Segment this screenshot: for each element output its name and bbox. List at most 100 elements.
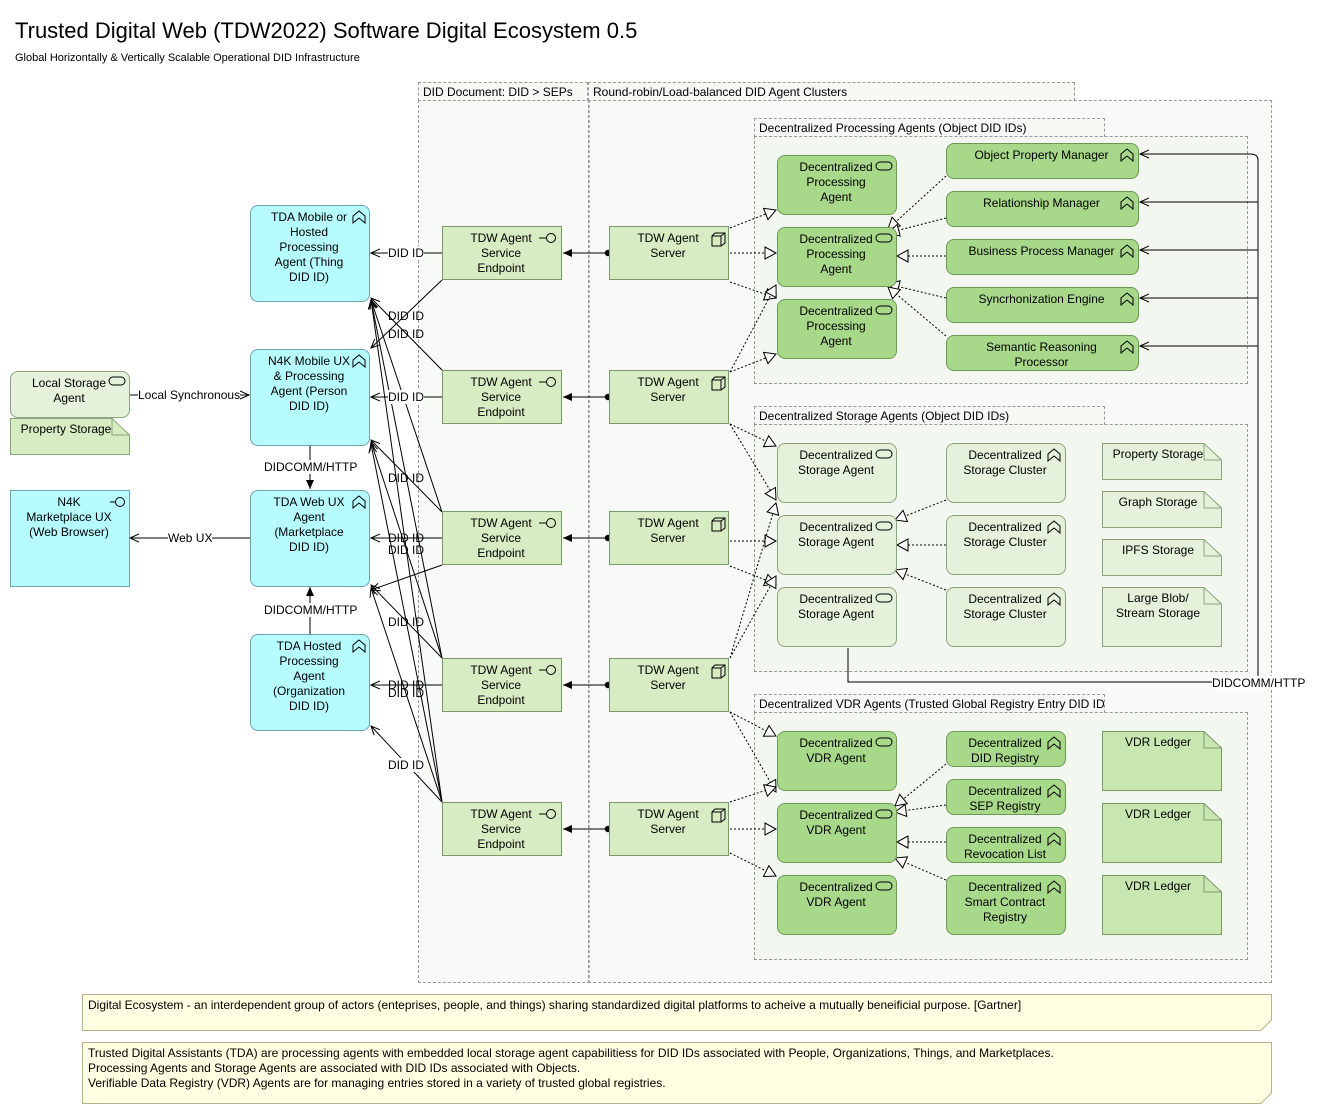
registry-label: Decentralized Revocation List <box>963 832 1047 861</box>
interface-icon <box>539 518 556 528</box>
agent-server-1[interactable]: TDW Agent Server <box>609 226 729 280</box>
note-shape-icon <box>1102 539 1222 576</box>
store-label: Graph Storage <box>1118 495 1198 509</box>
function-icon <box>1120 196 1134 210</box>
ipfs-storage[interactable]: IPFS Storage <box>1102 539 1222 576</box>
did-id-label: DID ID <box>388 531 424 545</box>
function-icon <box>352 354 366 368</box>
service-endpoint-label: TDW Agent Service Endpoint <box>470 516 532 560</box>
n4k-person-agent[interactable]: N4K Mobile UX & Processing Agent (Person… <box>250 349 370 446</box>
vdr-ledger-2[interactable]: VDR Ledger <box>1102 803 1222 863</box>
object-property-manager[interactable]: Object Property Manager <box>946 143 1139 179</box>
storage-cluster-label: Decentralized Storage Cluster <box>963 520 1047 549</box>
service-icon <box>875 593 893 603</box>
vdr-agent-3[interactable]: Decentralized VDR Agent <box>777 875 897 935</box>
did-registry[interactable]: Decentralized DID Registry <box>946 731 1066 767</box>
vdr-agent-2[interactable]: Decentralized VDR Agent <box>777 803 897 863</box>
processing-agent-1[interactable]: Decentralized Processing Agent <box>777 155 897 215</box>
agent-server-4[interactable]: TDW Agent Server <box>609 658 729 712</box>
service-endpoint-2[interactable]: TDW Agent Service Endpoint <box>442 370 562 424</box>
agent-server-2[interactable]: TDW Agent Server <box>609 370 729 424</box>
storage-cluster-2[interactable]: Decentralized Storage Cluster <box>946 515 1066 575</box>
ecosystem-note: Digital Ecosystem - an interdependent gr… <box>82 994 1272 1031</box>
note-shape-icon <box>1102 443 1222 480</box>
local-storage-agent-label: Local Storage Agent <box>31 376 107 405</box>
store-label: IPFS Storage <box>1121 543 1195 557</box>
agent-server-label: TDW Agent Server <box>637 807 699 836</box>
diagram-title: Trusted Digital Web (TDW2022) Software D… <box>15 18 638 43</box>
service-endpoint-label: TDW Agent Service Endpoint <box>470 231 532 275</box>
n4k-marketplace-label: N4K Marketplace UX (Web Browser) <box>26 495 112 539</box>
diagram-subtitle: Global Horizontally & Vertically Scalabl… <box>15 52 360 64</box>
store-label: Property Storage <box>1112 447 1204 461</box>
relationship-manager[interactable]: Relationship Manager <box>946 191 1139 227</box>
agent-server-label: TDW Agent Server <box>637 516 699 545</box>
interface-icon <box>539 809 556 819</box>
smart-contract-registry[interactable]: Decentralized Smart Contract Registry <box>946 875 1066 935</box>
function-icon <box>352 639 366 653</box>
storage-agent-2[interactable]: Decentralized Storage Agent <box>777 515 897 575</box>
revocation-list[interactable]: Decentralized Revocation List <box>946 827 1066 863</box>
service-endpoint-4[interactable]: TDW Agent Service Endpoint <box>442 658 562 712</box>
tda-org-label: TDA Hosted Processing Agent (Organizatio… <box>272 639 346 713</box>
service-icon <box>875 809 893 819</box>
service-icon <box>875 449 893 459</box>
large-blob-storage[interactable]: Large Blob/ Stream Storage <box>1102 587 1222 647</box>
vdr-ledger-3[interactable]: VDR Ledger <box>1102 875 1222 935</box>
storage-agent-1[interactable]: Decentralized Storage Agent <box>777 443 897 503</box>
property-storage[interactable]: Property Storage <box>1102 443 1222 480</box>
agent-server-5[interactable]: TDW Agent Server <box>609 802 729 856</box>
service-endpoint-3[interactable]: TDW Agent Service Endpoint <box>442 511 562 565</box>
service-endpoint-5[interactable]: TDW Agent Service Endpoint <box>442 802 562 856</box>
ledger-label: VDR Ledger <box>1124 807 1192 821</box>
local-sync-label: Local Synchronous <box>138 388 241 402</box>
storage-group-label: Decentralized Storage Agents (Object DID… <box>754 406 1105 425</box>
tda-marketplace-label: TDA Web UX Agent (Marketplace DID ID) <box>273 495 345 554</box>
processing-agent-2[interactable]: Decentralized Processing Agent <box>777 227 897 287</box>
service-icon <box>875 521 893 531</box>
tda-marketplace-agent[interactable]: TDA Web UX Agent (Marketplace DID ID) <box>250 490 370 587</box>
node-icon <box>711 517 726 532</box>
vdr-ledger-1[interactable]: VDR Ledger <box>1102 731 1222 791</box>
tda-note-line: Verifiable Data Registry (VDR) Agents ar… <box>88 1076 666 1090</box>
function-icon <box>1120 244 1134 258</box>
agent-server-label: TDW Agent Server <box>637 231 699 260</box>
service-endpoint-label: TDW Agent Service Endpoint <box>470 807 532 851</box>
tda-note: Trusted Digital Assistants (TDA) are pro… <box>82 1042 1272 1104</box>
web-ux-label: Web UX <box>168 531 213 545</box>
storage-cluster-label: Decentralized Storage Cluster <box>963 592 1047 621</box>
processing-agent-3[interactable]: Decentralized Processing Agent <box>777 299 897 359</box>
service-icon <box>875 233 893 243</box>
didcomm-label-1: DIDCOMM/HTTP <box>264 460 358 474</box>
service-endpoint-1[interactable]: TDW Agent Service Endpoint <box>442 226 562 280</box>
tda-org-agent[interactable]: TDA Hosted Processing Agent (Organizatio… <box>250 634 370 731</box>
tda-thing-label: TDA Mobile or Hosted Processing Agent (T… <box>270 210 348 284</box>
vdr-agent-1[interactable]: Decentralized VDR Agent <box>777 731 897 791</box>
graph-storage[interactable]: Graph Storage <box>1102 491 1222 528</box>
function-icon <box>1047 448 1061 462</box>
agent-server-3[interactable]: TDW Agent Server <box>609 511 729 565</box>
function-icon <box>1047 520 1061 534</box>
note-shape-icon <box>1102 731 1222 791</box>
storage-cluster-3[interactable]: Decentralized Storage Cluster <box>946 587 1066 647</box>
n4k-marketplace-ux[interactable]: N4K Marketplace UX (Web Browser) <box>10 490 130 587</box>
sep-registry[interactable]: Decentralized SEP Registry <box>946 779 1066 815</box>
tda-note-line: Trusted Digital Assistants (TDA) are pro… <box>88 1046 1054 1060</box>
processing-agent-label: Decentralized Processing Agent <box>799 160 873 204</box>
processing-agent-label: Decentralized Processing Agent <box>799 304 873 348</box>
storage-cluster-1[interactable]: Decentralized Storage Cluster <box>946 443 1066 503</box>
business-process-manager[interactable]: Business Process Manager <box>946 239 1139 275</box>
manager-label: Semantic Reasoning Processor <box>986 340 1097 369</box>
semantic-reasoning-processor[interactable]: Semantic Reasoning Processor <box>946 335 1139 371</box>
function-icon <box>1120 340 1134 354</box>
interface-icon <box>110 497 125 507</box>
service-icon <box>108 376 126 386</box>
cluster-group-label: Round-robin/Load-balanced DID Agent Clus… <box>588 82 1075 101</box>
local-property-storage[interactable]: Property Storage <box>10 418 130 455</box>
registry-label: Decentralized SEP Registry <box>968 784 1042 813</box>
service-endpoint-label: TDW Agent Service Endpoint <box>470 375 532 419</box>
storage-agent-3[interactable]: Decentralized Storage Agent <box>777 587 897 647</box>
tda-thing-agent[interactable]: TDA Mobile or Hosted Processing Agent (T… <box>250 205 370 302</box>
node-icon <box>711 376 726 391</box>
synchronization-engine[interactable]: Syncrhonization Engine <box>946 287 1139 323</box>
